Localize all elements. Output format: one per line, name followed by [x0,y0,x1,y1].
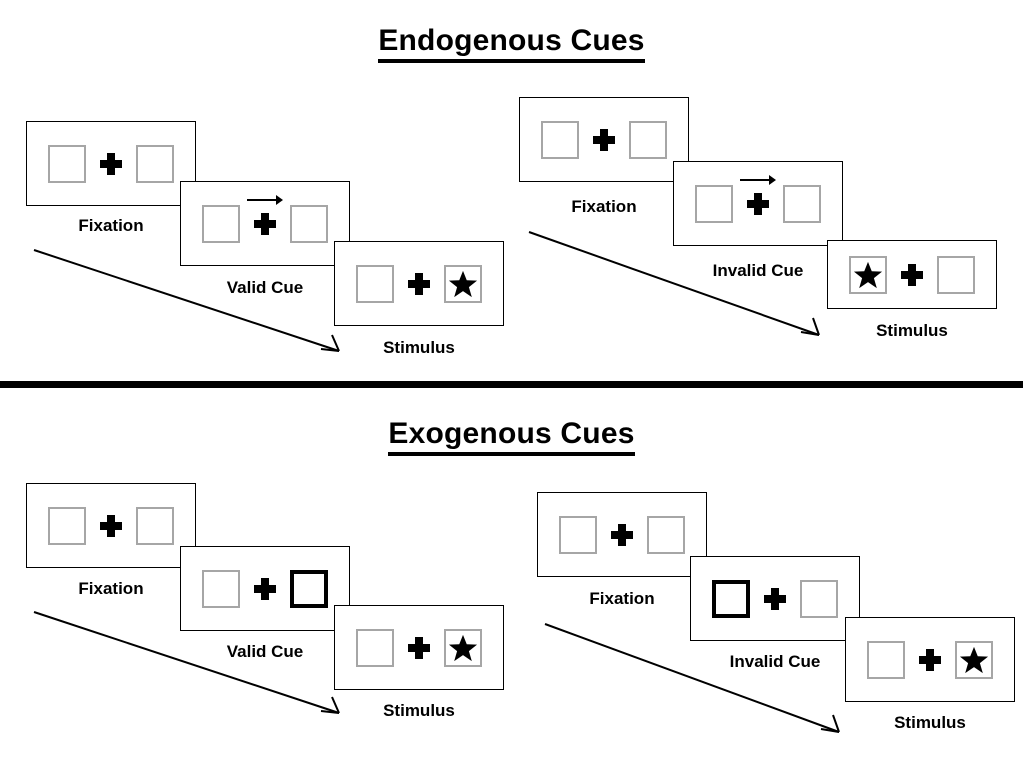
star-icon [959,645,989,675]
target-box-right [629,120,667,159]
target-box-left [695,184,733,223]
section-divider [0,381,1023,388]
plus-cross-icon [254,577,276,600]
plus-cross-icon [764,587,786,610]
plus-cross-icon [247,194,283,235]
target-box-right-cued [290,569,328,608]
target-box-right [955,640,993,679]
plus-cross-icon [901,263,923,286]
target-box-left-cued [712,579,750,618]
card-content [559,515,685,554]
target-box-right [800,579,838,618]
card-exogenous-valid-cue [180,546,350,631]
card-content [712,579,838,618]
card-label-endogenous-valid-fixation: Fixation [78,216,144,235]
star-icon [448,633,478,663]
plus-cross-icon [593,128,615,151]
card-exogenous-valid-stimulus [334,605,504,690]
arrow-right-icon [245,193,285,207]
target-box-left [356,264,394,303]
target-box-left [541,120,579,159]
section-title-endogenous: Endogenous Cues [0,26,1023,63]
plus-cross-icon [100,152,122,175]
section-title-endogenous-text: Endogenous Cues [378,26,645,63]
target-box-right [647,515,685,554]
target-box-left [48,506,86,545]
card-endogenous-invalid-cue [673,161,843,246]
card-content [356,628,482,667]
card-endogenous-valid-cue [180,181,350,266]
plus-cross-icon [408,636,430,659]
plus-cross-icon [611,523,633,546]
card-endogenous-valid-stimulus [334,241,504,326]
target-box-left [202,569,240,608]
card-exogenous-invalid-cue [690,556,860,641]
card-exogenous-invalid-fixation [537,492,707,577]
card-label-endogenous-invalid-stimulus: Stimulus [876,321,948,340]
card-content [48,506,174,545]
plus-cross-icon [408,272,430,295]
arrow-right-icon [738,173,778,187]
target-box-left [356,628,394,667]
plus-cross-icon [100,514,122,537]
card-label-endogenous-valid-cue: Valid Cue [226,278,304,297]
card-label-exogenous-invalid-cue: Invalid Cue [729,652,821,671]
card-content [695,174,821,223]
section-title-exogenous: Exogenous Cues [0,419,1023,456]
target-box-right [937,255,975,294]
star-icon [853,260,883,290]
target-box-right [136,144,174,183]
target-box-left [202,204,240,243]
card-endogenous-invalid-fixation [519,97,689,182]
card-content [48,144,174,183]
card-content [849,255,975,294]
card-label-endogenous-invalid-fixation: Fixation [571,197,637,216]
plus-cross-icon [740,174,776,215]
card-label-exogenous-valid-stimulus: Stimulus [383,701,455,720]
plus-cross-icon [919,648,941,671]
target-box-right [290,204,328,243]
card-content [202,194,328,243]
card-endogenous-valid-fixation [26,121,196,206]
card-exogenous-invalid-stimulus [845,617,1015,702]
card-label-exogenous-valid-fixation: Fixation [78,579,144,598]
card-content [356,264,482,303]
target-box-right [783,184,821,223]
target-box-right [444,628,482,667]
card-label-exogenous-valid-cue: Valid Cue [226,642,304,661]
target-box-left [867,640,905,679]
target-box-left [48,144,86,183]
card-label-exogenous-invalid-fixation: Fixation [589,589,655,608]
card-label-endogenous-valid-stimulus: Stimulus [383,338,455,357]
card-label-exogenous-invalid-stimulus: Stimulus [894,713,966,732]
card-label-endogenous-invalid-cue: Invalid Cue [712,261,804,280]
card-content [541,120,667,159]
section-title-exogenous-text: Exogenous Cues [388,419,635,456]
star-icon [448,269,478,299]
target-box-left [559,515,597,554]
card-exogenous-valid-fixation [26,483,196,568]
target-box-right [136,506,174,545]
card-endogenous-invalid-stimulus [827,240,997,309]
card-content [202,569,328,608]
target-box-left [849,255,887,294]
target-box-right [444,264,482,303]
card-content [867,640,993,679]
